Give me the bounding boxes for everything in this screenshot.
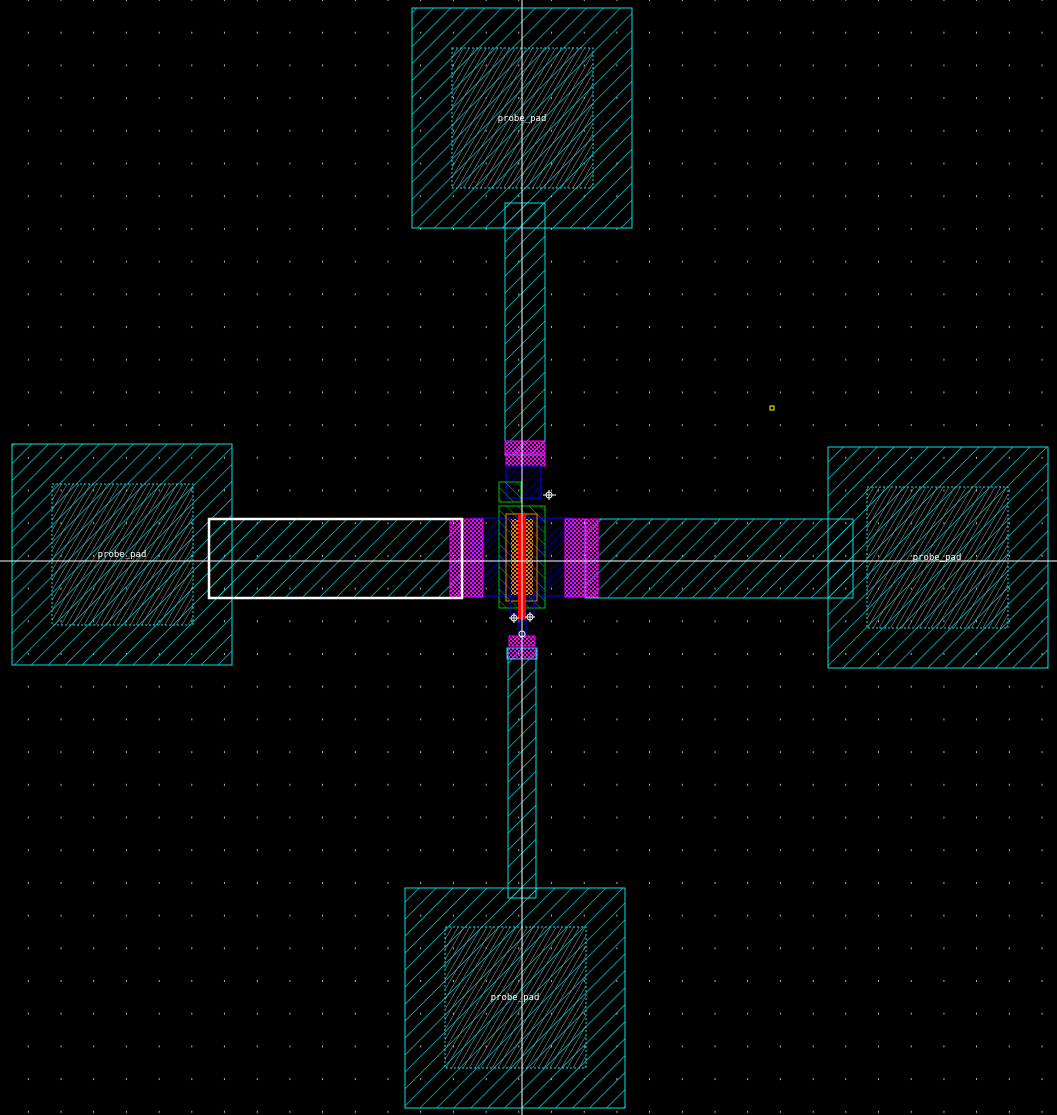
metal-wire-top[interactable] [504,202,546,456]
cursor-marker-icon [769,405,775,411]
pad-label: probe_pad [98,550,147,560]
pad-label: probe_pad [491,993,540,1003]
pin-marker-icon [509,490,556,638]
probe-pad-left[interactable]: probe_pad [11,443,233,666]
probe-pad-right[interactable]: probe_pad [827,446,1049,669]
probe-pad-bottom[interactable]: probe_pad [404,887,626,1109]
metal-wire-right[interactable] [584,518,854,599]
selection-highlight [207,517,464,600]
metal-wire-left[interactable] [208,518,463,599]
pad-label: probe_pad [913,553,962,563]
